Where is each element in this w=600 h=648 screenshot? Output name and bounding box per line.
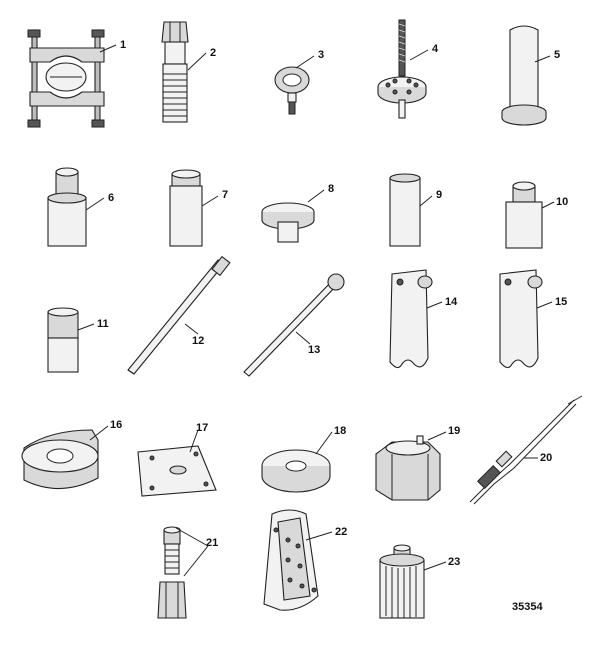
callout-23: 23 — [448, 556, 460, 568]
tool-15-spanner-wrench — [499, 269, 543, 369]
callout-10: 10 — [556, 196, 568, 208]
tool-20-test-harness — [469, 395, 583, 505]
tool-19-hex-nut — [375, 435, 441, 501]
tool-3-lifting-eye — [274, 66, 310, 115]
tool-4-puller-plate — [377, 19, 427, 119]
tool-22-adapter-plate — [263, 509, 319, 611]
figure-reference-number: 35354 — [512, 601, 543, 613]
tool-18-disk — [261, 449, 331, 493]
callout-20: 20 — [540, 452, 552, 464]
callout-12: 12 — [192, 335, 204, 347]
callout-7: 7 — [222, 189, 228, 201]
callout-5: 5 — [554, 49, 560, 61]
tool-14-spanner-wrench — [389, 269, 433, 369]
tool-8-driver-head — [261, 202, 315, 243]
callout-22: 22 — [335, 526, 347, 538]
tool-16-spacer-block — [21, 429, 99, 490]
tool-9-sleeve — [389, 173, 421, 247]
callout-3: 3 — [318, 49, 324, 61]
callout-1: 1 — [120, 39, 126, 51]
callout-8: 8 — [328, 183, 334, 195]
tool-12-driver-rod — [127, 255, 231, 375]
tool-21-bolt-and-coupler — [157, 526, 187, 619]
callout-19: 19 — [448, 425, 460, 437]
callout-16: 16 — [110, 419, 122, 431]
callout-9: 9 — [436, 189, 442, 201]
callout-15: 15 — [555, 296, 567, 308]
callout-21: 21 — [206, 537, 218, 549]
tool-7-installer — [169, 169, 203, 247]
callout-18: 18 — [334, 425, 346, 437]
tool-1-bearing-separator — [27, 29, 105, 128]
tool-6-installer — [47, 167, 87, 247]
callout-4: 4 — [432, 43, 439, 55]
tool-13-driver-rod — [243, 273, 345, 377]
callout-17: 17 — [196, 422, 208, 434]
tool-17-mounting-plate — [137, 445, 217, 497]
callout-11: 11 — [97, 318, 109, 330]
tool-10-installer — [505, 181, 543, 249]
callout-6: 6 — [108, 192, 114, 204]
callout-leader-lines — [77, 44, 555, 577]
tool-2-threaded-adapter — [161, 21, 189, 123]
tool-23-filter-element — [379, 544, 425, 619]
tool-5-driver — [501, 25, 547, 126]
callout-2: 2 — [210, 47, 216, 59]
callout-14: 14 — [445, 296, 458, 308]
tool-11-sleeve — [47, 307, 79, 373]
callout-13: 13 — [308, 344, 320, 356]
